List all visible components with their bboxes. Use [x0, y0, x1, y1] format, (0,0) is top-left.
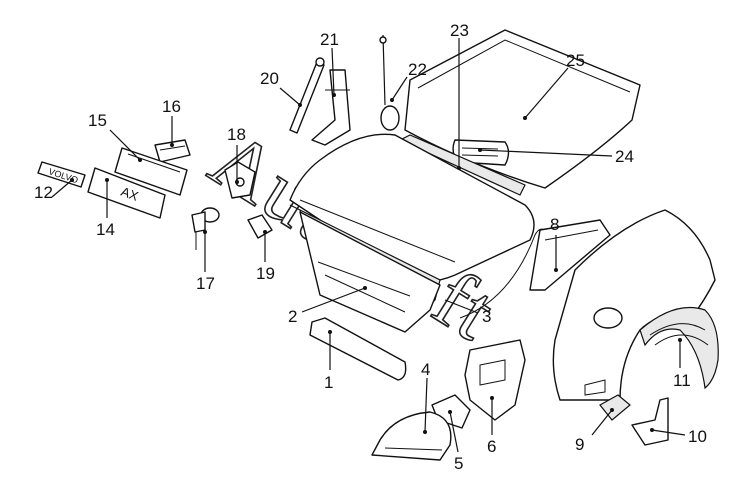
callout-8: 8 [550, 215, 559, 234]
rear-panel-bracket [464, 339, 526, 421]
callout-2: 2 [288, 307, 297, 326]
callout-19: 19 [256, 264, 275, 283]
antenna [379, 34, 400, 131]
callout-22: 22 [408, 60, 427, 79]
wheel-arch-liner [639, 306, 719, 390]
callout-11: 11 [673, 371, 691, 390]
tail-light-cover [371, 411, 452, 461]
brake-light [452, 139, 510, 166]
mud-flap [631, 397, 669, 446]
callout-23: 23 [450, 21, 469, 40]
callout-9: 9 [575, 435, 584, 454]
quarter-trim-strip [529, 219, 611, 291]
callout-21: 21 [320, 30, 339, 49]
rear-window-seal [398, 134, 526, 196]
leader-lines [51, 38, 686, 453]
license-plate-text: AX [119, 184, 141, 204]
callout-20: 20 [260, 69, 279, 88]
callout-24: 24 [615, 147, 634, 166]
callout-17: 17 [196, 274, 215, 293]
callout-18: 18 [227, 125, 246, 144]
callout-1: 1 [324, 373, 333, 392]
trunk-lid [289, 133, 535, 283]
trunk-inner-panel [289, 204, 441, 333]
callout-15: 15 [88, 111, 107, 130]
rear-valance [309, 317, 407, 381]
callout-14: 14 [96, 220, 115, 239]
callout-5: 5 [454, 454, 463, 473]
lock-actuator [224, 161, 256, 199]
callout-10: 10 [688, 427, 707, 446]
license-plate-lamp [154, 139, 191, 163]
callout-25: 25 [566, 51, 585, 70]
callout-16: 16 [162, 97, 181, 116]
callout-6: 6 [487, 437, 496, 456]
callout-4: 4 [421, 360, 430, 379]
trunk-hinge [311, 69, 351, 146]
leader-dots [70, 93, 682, 434]
callout-12: 12 [34, 183, 53, 202]
gas-strut [289, 57, 325, 134]
lock-cylinder [191, 207, 220, 250]
callout-3: 3 [482, 307, 491, 326]
